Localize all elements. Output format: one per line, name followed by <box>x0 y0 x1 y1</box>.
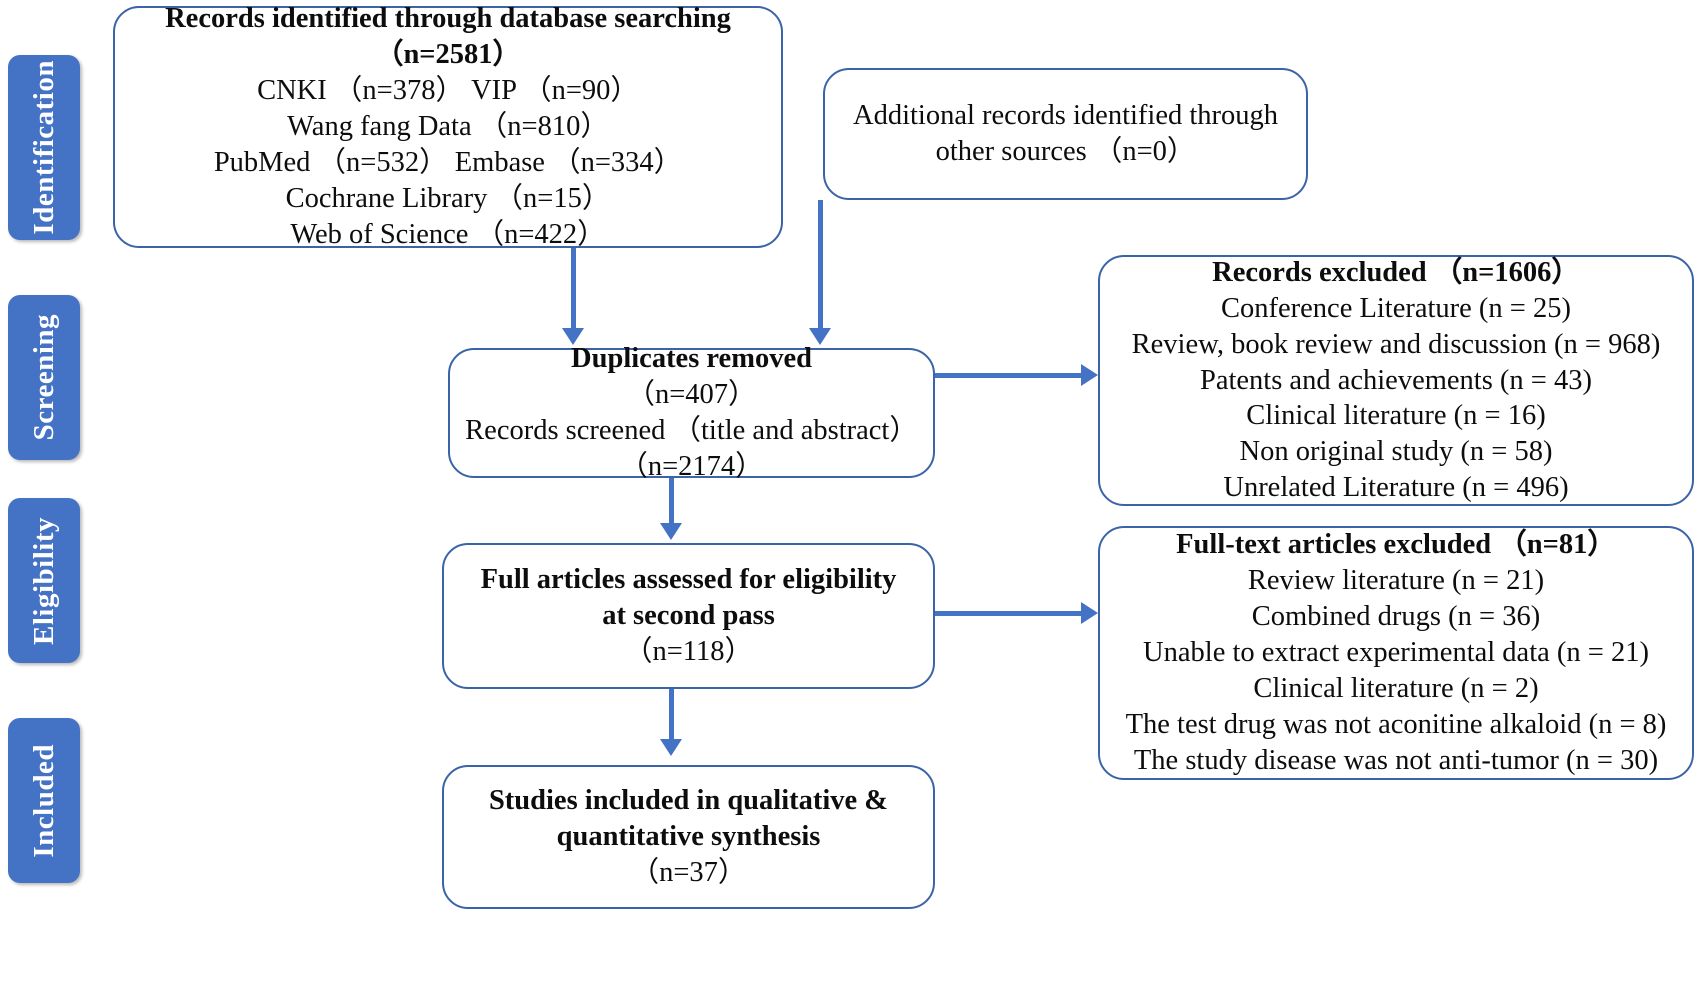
additional-records-line-1: Additional records identified through <box>852 100 1279 132</box>
box-records-identified: Records identified through database sear… <box>113 3 783 250</box>
additional-records-line-2: other sources （n=0） <box>935 136 1196 167</box>
studies-included-line-1: （n=37） <box>630 856 747 888</box>
fulltext-excluded-line-5: The test drug was not aconitine alkaloid… <box>1125 708 1667 740</box>
fulltext-excluded-line-2: Combined drugs (n = 36) <box>1251 601 1541 633</box>
records-identified-heading-2: （n=2581） <box>374 39 522 71</box>
full-articles-assessed-heading-2: at second pass <box>602 600 775 632</box>
records-identified-line-5: Web of Science （n=422） <box>290 218 606 250</box>
full-articles-assessed-heading-1: Full articles assessed for eligibility <box>480 564 897 596</box>
stage-label-eligibility: Eligibility <box>8 498 80 663</box>
stage-label-identification-text: Identification <box>27 60 60 235</box>
stage-label-included: Included <box>8 718 80 883</box>
connector-fullarticles-to-fulltextexcluded-arrow <box>1081 602 1098 624</box>
connector-fullarticles-to-fulltextexcluded-line <box>935 611 1083 616</box>
connector-additional-to-duplicates-arrow <box>809 328 831 345</box>
fulltext-excluded-line-4: Clinical literature (n = 2) <box>1253 672 1539 704</box>
connector-duplicates-to-excluded-arrow <box>1081 364 1098 386</box>
duplicates-removed-line-3: （n=2174） <box>619 450 764 482</box>
records-excluded-line-2: Review, book review and discussion (n = … <box>1131 328 1661 360</box>
records-excluded-line-3: Patents and achievements (n = 43) <box>1199 364 1592 396</box>
fulltext-excluded-line-1: Review literature (n = 21) <box>1247 565 1545 597</box>
connector-identified-to-duplicates-arrow <box>562 328 584 345</box>
records-excluded-line-1: Conference Literature (n = 25) <box>1221 292 1571 324</box>
connector-duplicates-to-excluded-line <box>935 373 1083 378</box>
box-additional-records: Additional records identified through ot… <box>823 68 1308 200</box>
records-identified-line-1: CNKI （n=378） VIP （n=90） <box>257 75 639 107</box>
stage-label-eligibility-text: Eligibility <box>27 516 60 645</box>
fulltext-excluded-heading: Full-text articles excluded （n=81） <box>1176 529 1616 561</box>
connector-duplicates-to-fullarticles-arrow <box>660 523 682 540</box>
duplicates-removed-line-1: （n=407） <box>626 379 757 411</box>
fulltext-excluded-line-3: Unable to extract experimental data (n =… <box>1143 637 1649 669</box>
box-fulltext-articles-excluded: Full-text articles excluded （n=81） Revie… <box>1098 526 1694 780</box>
records-identified-heading-1: Records identified through database sear… <box>165 3 731 35</box>
records-excluded-line-5: Non original study (n = 58) <box>1239 436 1553 468</box>
fulltext-excluded-line-6: The study disease was not anti-tumor (n … <box>1133 744 1659 776</box>
full-articles-assessed-line-1: （n=118） <box>623 635 753 667</box>
stage-label-screening-text: Screening <box>27 314 60 441</box>
stage-label-screening: Screening <box>8 295 80 460</box>
connector-fullarticles-to-studies-arrow <box>660 739 682 756</box>
duplicates-removed-heading: Duplicates removed <box>571 343 812 375</box>
records-identified-line-2: Wang fang Data （n=810） <box>287 111 609 143</box>
records-excluded-heading: Records excluded （n=1606） <box>1212 256 1580 288</box>
duplicates-removed-line-2: Records screened （title and abstract） <box>465 415 918 446</box>
box-records-excluded: Records excluded （n=1606） Conference Lit… <box>1098 255 1694 506</box>
connector-identified-to-duplicates-line <box>571 248 576 330</box>
connector-fullarticles-to-studies-line <box>669 689 674 741</box>
box-duplicates-removed: Duplicates removed （n=407） Records scree… <box>448 343 935 482</box>
studies-included-heading-1: Studies included in qualitative & <box>488 785 889 817</box>
records-excluded-line-6: Unrelated Literature (n = 496) <box>1223 472 1569 504</box>
studies-included-heading-2: quantitative synthesis <box>556 821 821 853</box>
records-excluded-line-4: Clinical literature (n = 16) <box>1246 400 1546 432</box>
records-identified-line-3: PubMed （n=532） Embase （n=334） <box>213 146 683 178</box>
connector-additional-to-duplicates-line <box>818 200 823 330</box>
records-identified-line-4: Cochrane Library （n=15） <box>285 182 611 214</box>
box-studies-included: Studies included in qualitative & quanti… <box>442 765 935 909</box>
stage-label-identification: Identification <box>8 55 80 240</box>
connector-duplicates-to-fullarticles-line <box>669 478 674 525</box>
stage-label-included-text: Included <box>27 743 60 858</box>
box-full-articles-assessed: Full articles assessed for eligibility a… <box>442 543 935 689</box>
